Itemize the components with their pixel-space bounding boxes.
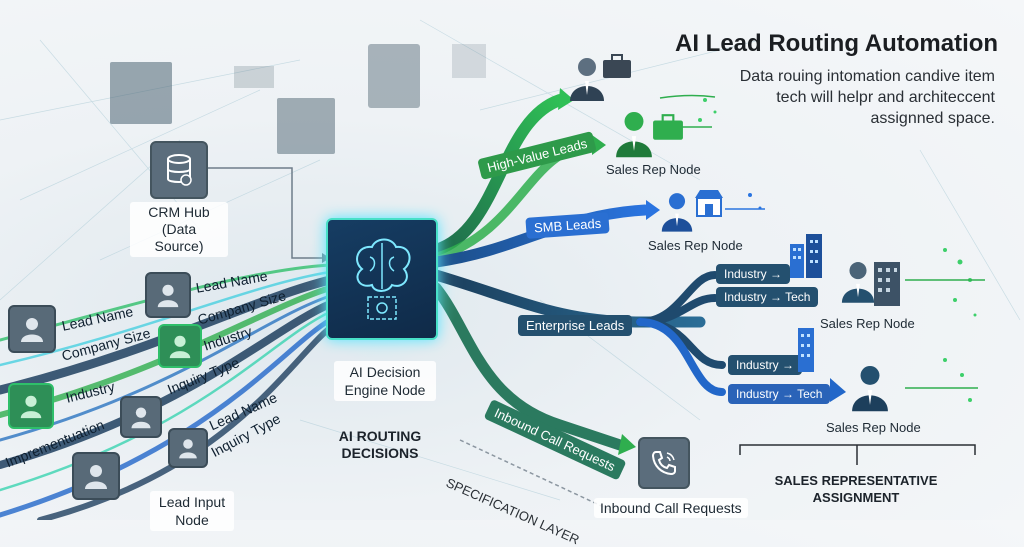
- lead-avatar-icon: [158, 324, 202, 368]
- sales-rep-avatar-icon: [840, 258, 876, 309]
- enterprise-leads-label: Enterprise Leads: [518, 315, 633, 336]
- inbound-call-requests-node-label: Inbound Call Requests: [594, 498, 748, 518]
- building-icon: [786, 230, 826, 278]
- crm-hub-label: CRM Hub (Data Source): [130, 202, 228, 257]
- sales-rep-avatar-icon: [850, 362, 890, 417]
- industry-tech-tag: Industry → Tech: [716, 287, 819, 307]
- storefront-icon: [694, 188, 724, 218]
- page-subtitle: Data rouing intomation candive item tech…: [739, 68, 995, 127]
- sales-rep-node-label: Sales Rep Node: [606, 162, 701, 177]
- building-icon: [790, 326, 820, 372]
- sales-rep-node-label: Sales Rep Node: [826, 420, 921, 435]
- lead-avatar-icon: [120, 396, 162, 438]
- industry-tag: Industry →: [716, 264, 791, 284]
- ai-routing-decisions-label: AI ROUTING DECISIONS: [338, 428, 422, 461]
- background-card: [234, 66, 274, 88]
- briefcase-icon: [602, 54, 632, 80]
- background-card: [368, 44, 420, 108]
- lead-avatar-icon: [8, 383, 54, 429]
- lead-avatar-icon: [168, 428, 208, 468]
- sales-rep-node-label: Sales Rep Node: [820, 316, 915, 331]
- sales-representative-assignment-label: SALES REPRESENTATIVE ASSIGNMENT: [774, 473, 938, 505]
- ai-engine-label: AI Decision Engine Node: [334, 361, 436, 401]
- background-card: [277, 98, 335, 154]
- lead-avatar-icon: [8, 305, 56, 353]
- lead-input-node-label: Lead Input Node: [150, 491, 234, 531]
- sales-rep-avatar-icon: [660, 190, 694, 237]
- crm-hub-icon: [150, 141, 208, 199]
- industry-tech-tag: Industry → Tech: [728, 384, 831, 404]
- building-icon: [872, 256, 902, 306]
- page-title: AI Lead Routing Automation: [675, 30, 999, 57]
- background-card: [110, 62, 172, 124]
- sales-rep-avatar-icon: [568, 55, 606, 106]
- phone-icon: [638, 437, 690, 489]
- sales-rep-avatar-icon: [614, 108, 654, 163]
- industry-tag: Industry →: [728, 355, 803, 375]
- lead-avatar-icon: [145, 272, 191, 318]
- ai-decision-engine-icon: [326, 218, 438, 340]
- arrowheads: [558, 88, 846, 455]
- background-card: [452, 44, 486, 78]
- sales-rep-node-label: Sales Rep Node: [648, 238, 743, 253]
- briefcase-icon: [652, 114, 684, 142]
- lead-avatar-icon: [72, 452, 120, 500]
